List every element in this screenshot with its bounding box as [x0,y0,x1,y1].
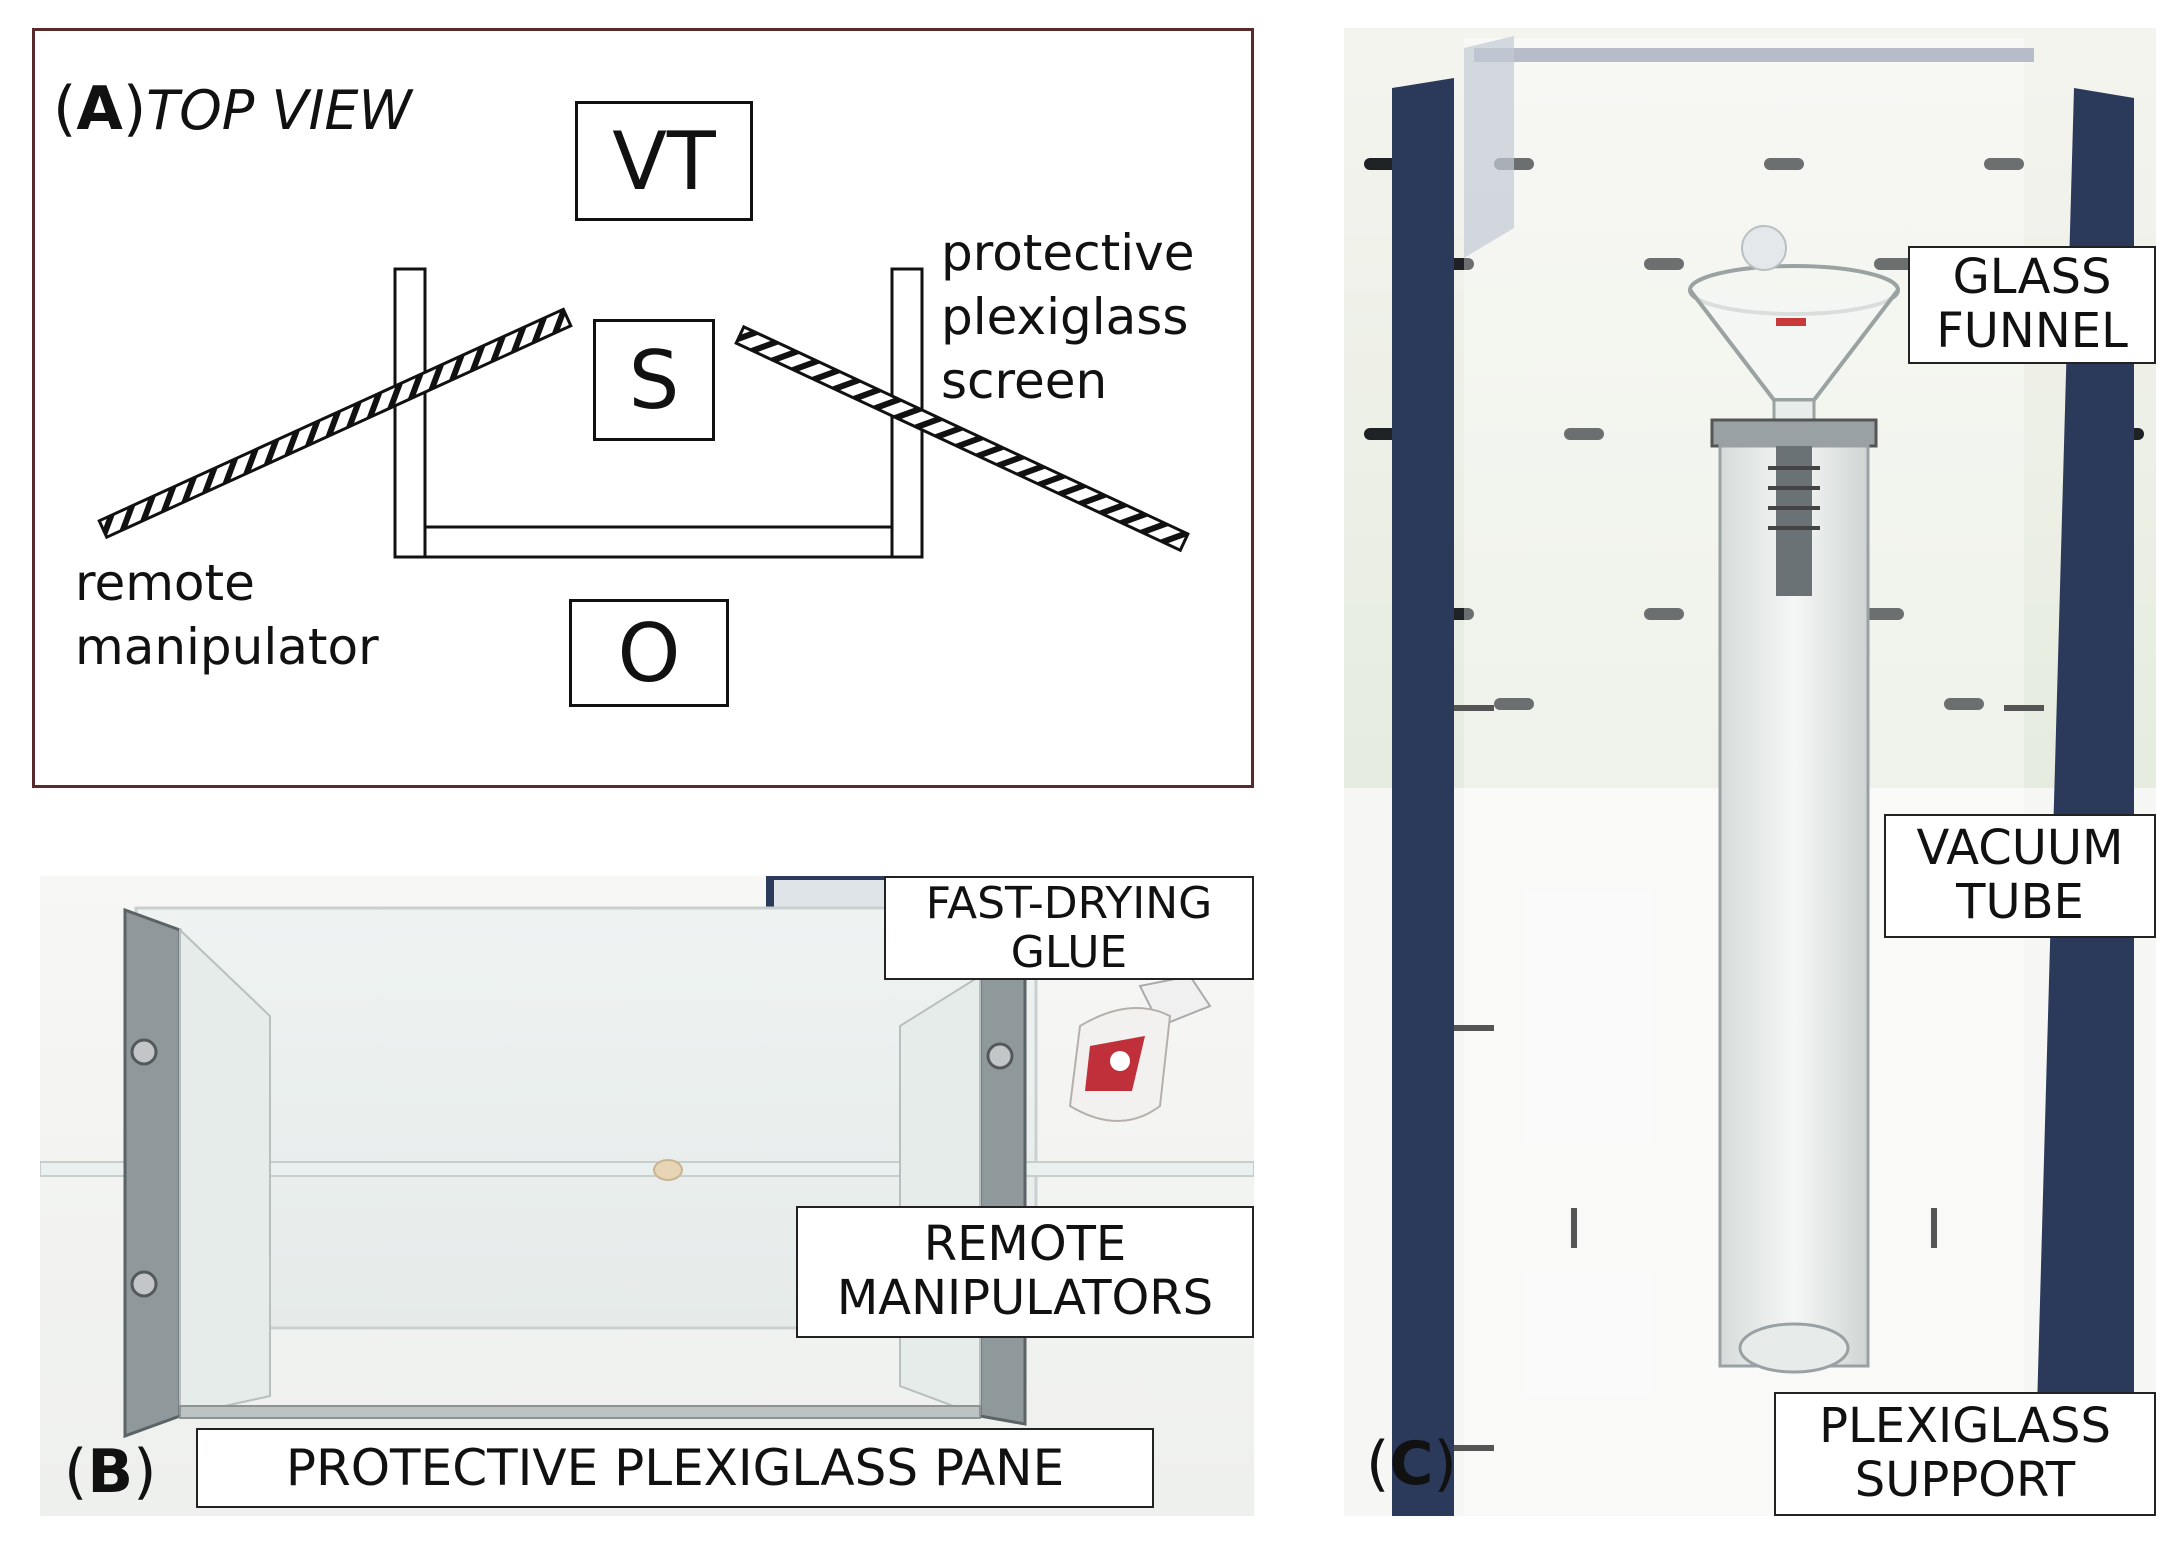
panel-c-photo: GLASS FUNNEL VACUUM TUBE PLEXIGLASS SUPP… [1344,28,2156,1516]
fast-drying-glue-label: FAST-DRYING GLUE [884,876,1254,980]
panel-b-label: (B) [64,1437,157,1507]
protective-screen-label: protective plexiglass screen [941,224,1195,410]
vacuum-tube [1710,418,1878,1374]
protective-pane-label: PROTECTIVE PLEXIGLASS PANE [196,1428,1154,1508]
vacuum-tube-photo-illustration [1344,28,2156,1516]
left-manipulator-rod [97,307,573,540]
panel-a-label: (A)TOP VIEW [53,74,412,144]
manipulator-schematic [97,267,1190,559]
glue-bottle [1068,974,1212,1122]
panel-a-title: TOP VIEW [146,79,412,142]
glass-funnel [1688,225,1900,422]
screen-frame [393,267,924,559]
panel-c-label: (C) [1366,1429,1457,1499]
box-s: S [593,319,715,441]
panel-a-top-view: (A)TOP VIEW VT S O remote manipulator p [32,28,1254,788]
panel-b-photo: FAST-DRYING GLUE REMOTE MANIPULATORS PRO… [40,876,1254,1516]
glass-funnel-label: GLASS FUNNEL [1908,246,2156,364]
box-vt: VT [575,101,753,221]
remote-manipulators-label: REMOTE MANIPULATORS [796,1206,1254,1338]
vacuum-tube-label: VACUUM TUBE [1884,814,2156,938]
plexiglass-support-label: PLEXIGLASS SUPPORT [1774,1392,2156,1516]
box-o: O [569,599,729,707]
right-manipulator-rod [734,324,1190,553]
remote-manipulator-label: remote manipulator [75,554,379,676]
